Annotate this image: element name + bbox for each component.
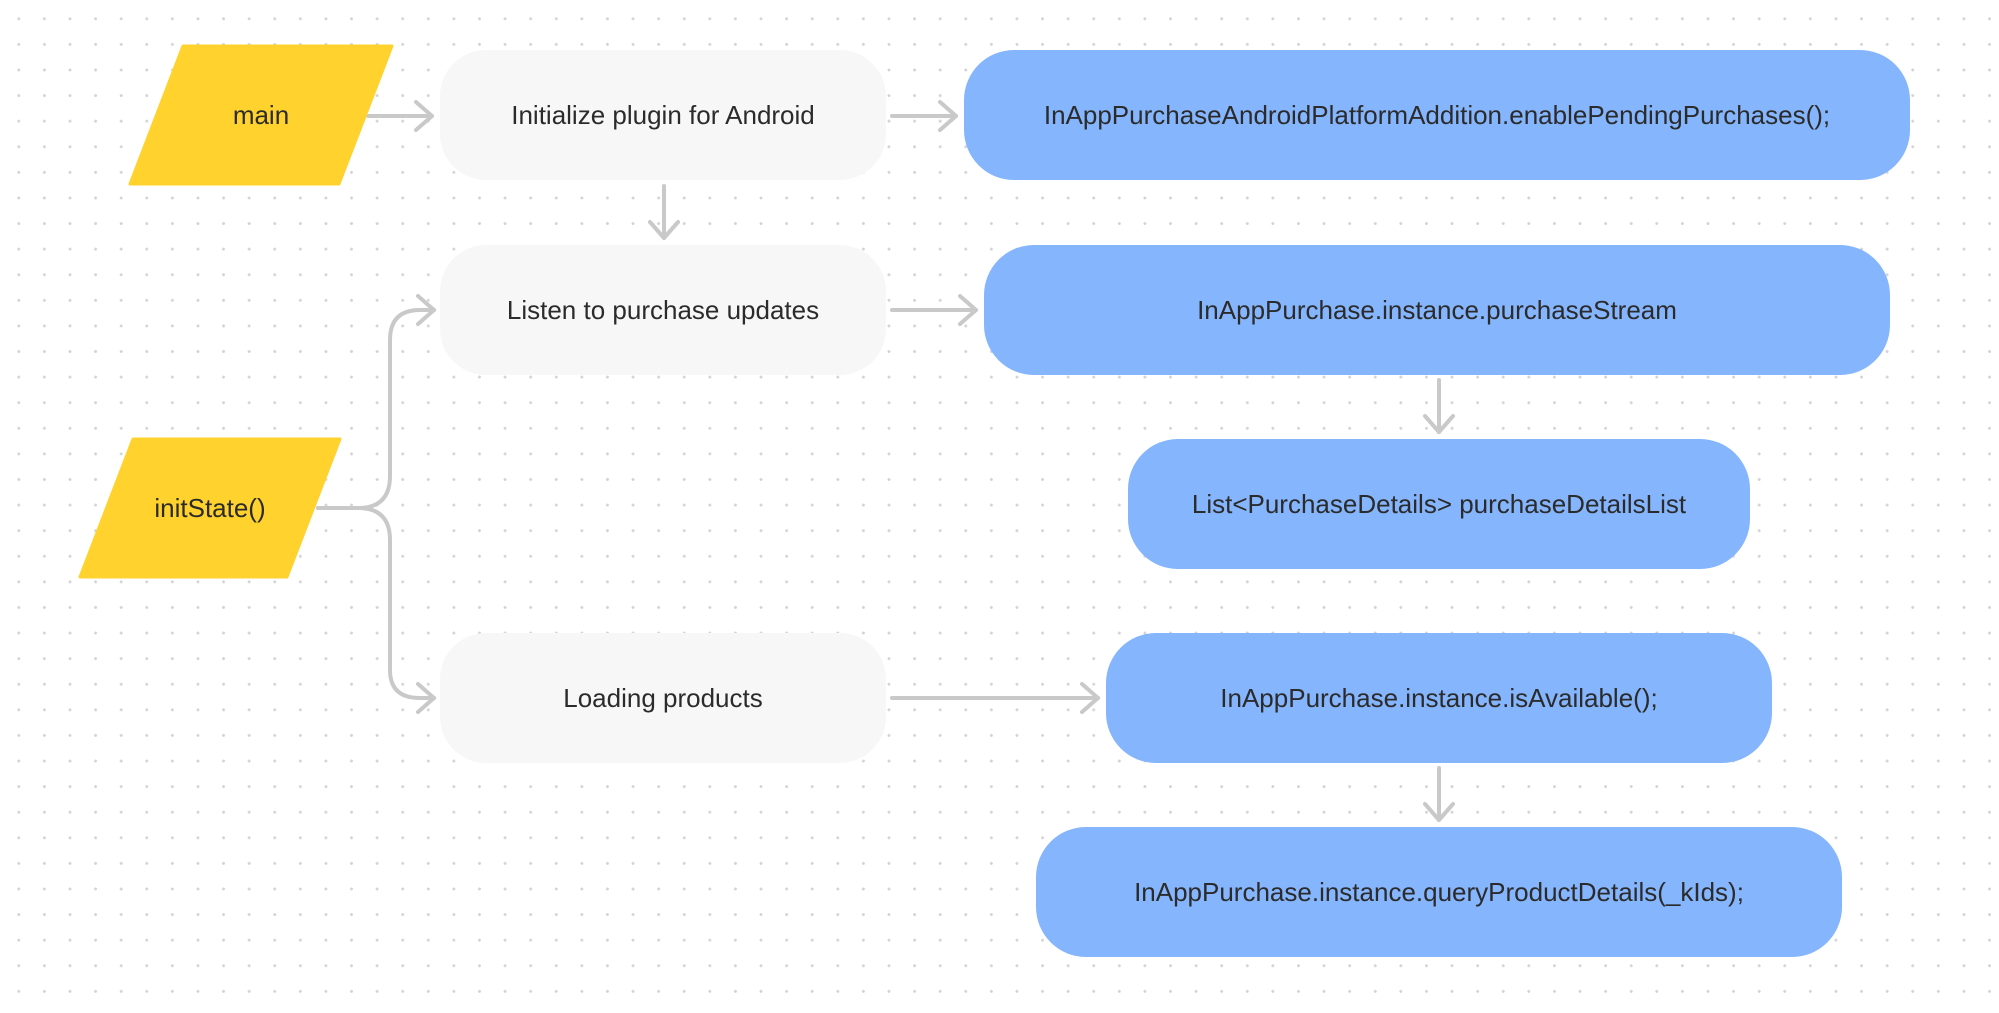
connector-init-state-to-loading-products — [316, 506, 436, 714]
node-init-plugin[interactable]: Initialize plugin for Android — [440, 50, 886, 180]
node-init-plugin-label: Initialize plugin for Android — [511, 99, 815, 130]
connector-init-plugin-to-listen-updates — [648, 184, 680, 240]
node-loading-products-label: Loading products — [563, 682, 763, 713]
node-init-state[interactable]: initState() — [78, 437, 342, 579]
node-listen-updates[interactable]: Listen to purchase updates — [440, 245, 886, 375]
parallelogram-shape — [78, 437, 342, 579]
connector-listen-updates-to-purchase-stream — [890, 294, 978, 326]
parallelogram-shape — [128, 44, 394, 186]
connector-purchase-stream-to-details-list — [1423, 378, 1455, 434]
connector-is-available-to-query-product-details — [1423, 766, 1455, 822]
node-listen-updates-label: Listen to purchase updates — [506, 294, 820, 325]
node-query-product-details[interactable]: InAppPurchase.instance.queryProductDetai… — [1036, 827, 1842, 957]
node-query-product-details-label: InAppPurchase.instance.queryProductDetai… — [1134, 876, 1744, 907]
node-enable-pending-purchases-label: InAppPurchaseAndroidPlatformAddition.ena… — [1043, 99, 1831, 130]
node-main[interactable]: main — [128, 44, 394, 186]
node-purchase-details-list-label: List<PurchaseDetails> purchaseDetailsLis… — [1191, 488, 1687, 519]
node-loading-products[interactable]: Loading products — [440, 633, 886, 763]
node-main-label: main — [232, 99, 290, 130]
connector-init-state-to-listen-updates — [316, 294, 436, 510]
node-is-available[interactable]: InAppPurchase.instance.isAvailable(); — [1106, 633, 1772, 763]
connector-init-plugin-to-enable-pending — [890, 100, 958, 132]
node-enable-pending-purchases[interactable]: InAppPurchaseAndroidPlatformAddition.ena… — [964, 50, 1910, 180]
connector-main-to-init-plugin — [366, 100, 434, 132]
node-purchase-stream[interactable]: InAppPurchase.instance.purchaseStream — [984, 245, 1890, 375]
node-purchase-details-list[interactable]: List<PurchaseDetails> purchaseDetailsLis… — [1128, 439, 1750, 569]
connector-loading-products-to-is-available — [890, 682, 1100, 714]
node-init-state-label: initState() — [154, 492, 266, 523]
node-is-available-label: InAppPurchase.instance.isAvailable(); — [1220, 682, 1658, 713]
node-purchase-stream-label: InAppPurchase.instance.purchaseStream — [1197, 294, 1677, 325]
